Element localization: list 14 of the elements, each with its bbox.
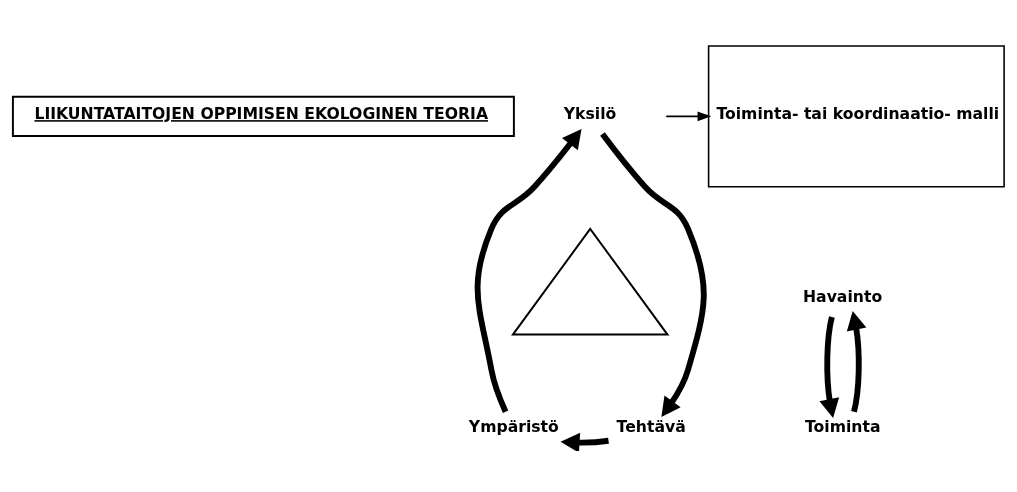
node-text: Toiminta bbox=[804, 416, 881, 436]
node-box: LIIKUNTATAITOJEN OPPIMISEN EKOLOGINEN TEORIA bbox=[11, 95, 515, 137]
arrow bbox=[474, 128, 582, 413]
arrow bbox=[665, 111, 712, 121]
node-triangle bbox=[510, 226, 670, 336]
arrow bbox=[846, 310, 867, 412]
node-text: Tehtävä bbox=[616, 416, 686, 436]
node-text: Yksilö bbox=[563, 103, 617, 123]
arrow bbox=[819, 315, 840, 418]
arrow bbox=[600, 131, 707, 417]
arrow bbox=[560, 432, 609, 451]
node-text: Ympäristö bbox=[468, 416, 559, 436]
node-box: Toiminta- tai koordinaatio- malli bbox=[707, 44, 1005, 188]
node-text: Havainto bbox=[803, 286, 883, 306]
